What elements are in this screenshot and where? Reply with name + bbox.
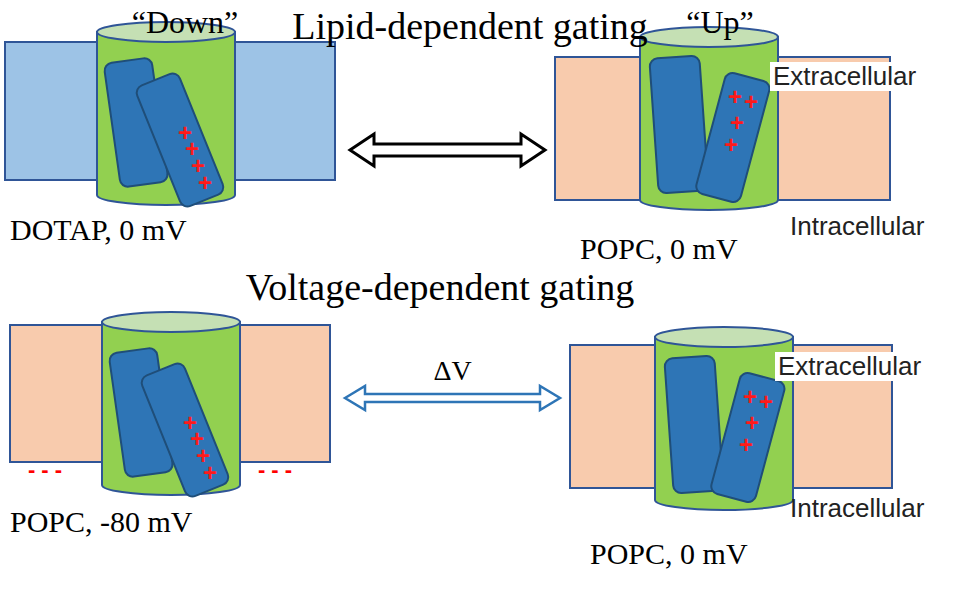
section-heading: Voltage-dependent gating: [246, 267, 635, 309]
side-label: Intracellular: [790, 494, 924, 523]
membrane-charge: - - -: [258, 458, 292, 482]
channel-down: [97, 22, 235, 209]
condition-caption: POPC, -80 mV: [10, 505, 193, 538]
charge-sign: +: [203, 460, 217, 486]
double-arrow: [350, 134, 545, 166]
edge-label: ΔV: [430, 356, 474, 387]
membrane-charge: - - -: [28, 458, 62, 482]
charge-sign: +: [743, 384, 757, 410]
state-panel: POPC, -80 mV: [5, 305, 345, 545]
channel-down: [102, 312, 240, 499]
section-heading: Lipid-dependent gating: [292, 6, 648, 48]
charge-sign: +: [759, 389, 773, 415]
charge-sign: +: [739, 432, 753, 458]
channel-up: [640, 27, 778, 210]
condition-caption: DOTAP, 0 mV: [10, 213, 187, 246]
voltage-arrow: [345, 386, 560, 410]
charge-sign: +: [744, 89, 758, 115]
condition-caption: POPC, 0 mV: [580, 232, 738, 265]
charge-sign: +: [724, 132, 738, 158]
charge-sign: +: [728, 84, 742, 110]
state-heading: “Down”: [132, 5, 239, 40]
side-label: Extracellular: [775, 352, 924, 381]
side-label: Intracellular: [790, 212, 924, 241]
state-heading: “Up”: [686, 5, 754, 40]
channel-up: [655, 327, 793, 510]
side-label: Extracellular: [770, 62, 919, 91]
charge-sign: +: [198, 170, 212, 196]
condition-caption: POPC, 0 mV: [590, 537, 748, 570]
